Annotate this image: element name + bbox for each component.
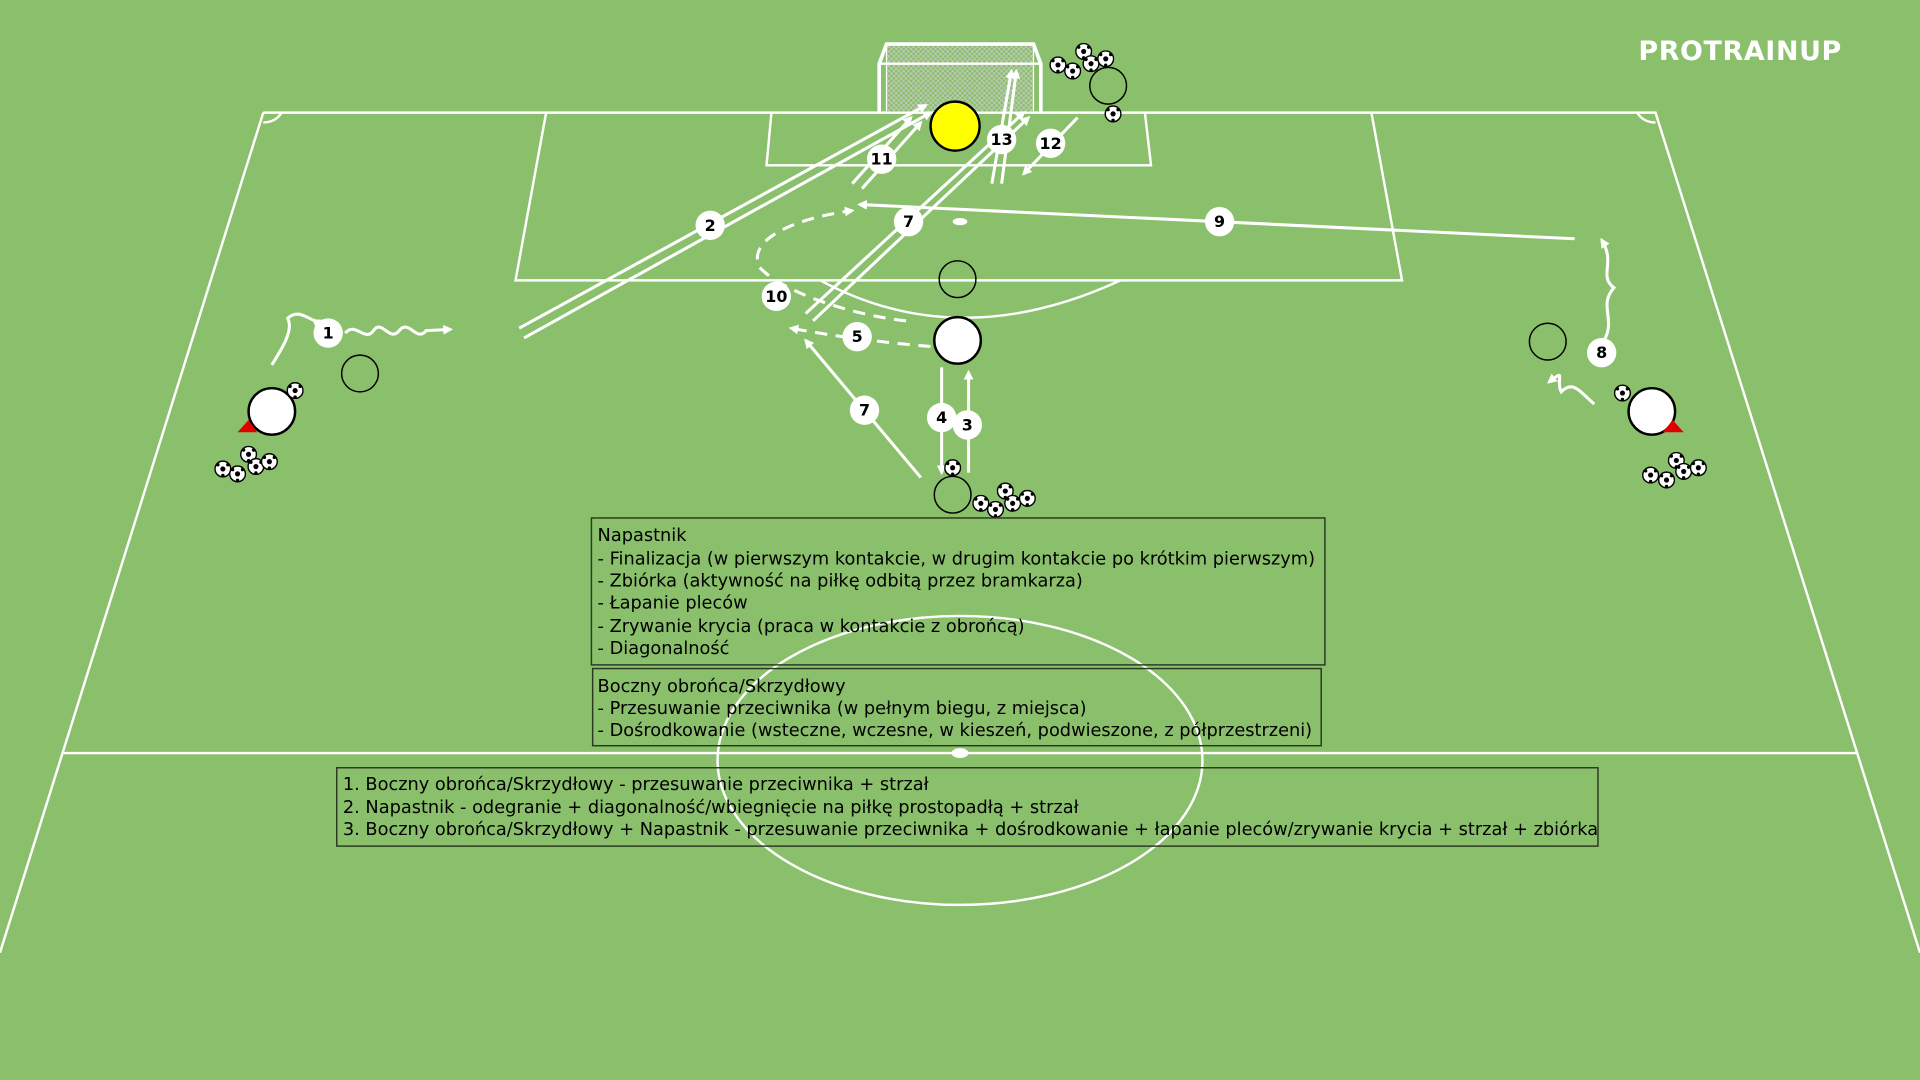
step-badge-number: 3 (962, 415, 973, 434)
napastnik-title: Napastnik (598, 526, 688, 546)
cone-left (237, 420, 258, 433)
step-badge-number: 5 (852, 327, 863, 346)
step-line: 3. Boczny obrońca/Skrzydłowy + Napastnik… (343, 820, 1598, 840)
step-badge: 5 (842, 322, 872, 352)
players (237, 66, 1684, 514)
napastnik-line: - Finalizacja (w pierwszym kontakcie, w … (598, 549, 1315, 569)
step-badge: 11 (866, 144, 897, 174)
step-badge: 12 (1035, 128, 1066, 158)
step-badge: 4 (926, 402, 957, 433)
napastnik-line: - Zbiórka (aktywność na piłkę odbitą prz… (598, 572, 1083, 592)
step-badge: 1 (313, 318, 343, 348)
step-badge-number: 11 (871, 150, 893, 169)
step-badge: 3 (952, 410, 983, 440)
step-badge-number: 7 (859, 401, 870, 420)
napastnik-line: - Zrywanie krycia (praca w kontakcie z o… (598, 617, 1025, 637)
step-badge-number: 2 (705, 216, 716, 235)
pitch-lines (0, 111, 1920, 954)
step-badge: 2 (695, 210, 725, 240)
step-line: 2. Napastnik - odegranie + diagonalność/… (343, 798, 1080, 818)
brand-logo: PROTRAINUP (1638, 36, 1842, 67)
cone-right (1662, 420, 1684, 433)
step-badge-number: 10 (765, 287, 787, 306)
step-badge-number: 9 (1214, 212, 1225, 231)
step-badge-number: 8 (1596, 343, 1607, 362)
napastnik-box: Napastnik - Finalizacja (w pierwszym kon… (590, 517, 1326, 666)
player-left-wing (247, 386, 297, 436)
step-badge-number: 1 (323, 324, 334, 343)
step-badge-number: 7 (903, 212, 914, 231)
boczny-box: Boczny obrońca/Skrzydłowy - Przesuwanie … (591, 667, 1322, 747)
boczny-line: - Przesuwanie przeciwnika (w pełnym bieg… (598, 699, 1087, 719)
step-badge-number: 12 (1040, 134, 1062, 153)
step-badge: 8 (1586, 337, 1617, 368)
player-right-wing (1627, 386, 1677, 436)
step-line: 1. Boczny obrońca/Skrzydłowy - przesuwan… (343, 775, 930, 795)
boczny-title: Boczny obrońca/Skrzydłowy (598, 677, 846, 697)
position-markers (340, 66, 1567, 514)
player-striker (933, 315, 983, 365)
step-badge: 13 (986, 124, 1017, 155)
step-badge: 7 (849, 395, 880, 425)
step-badge: 7 (893, 206, 924, 237)
steps-box: 1. Boczny obrońca/Skrzydłowy - przesuwan… (336, 767, 1599, 847)
step-badge-number: 4 (936, 408, 947, 427)
boczny-line: - Dośrodkowanie (wsteczne, wczesne, w ki… (598, 721, 1313, 741)
step-badge: 10 (761, 281, 792, 312)
napastnik-line: - Łapanie pleców (598, 594, 748, 614)
napastnik-line: - Diagonalność (598, 639, 730, 659)
step-badge: 9 (1204, 206, 1235, 237)
step-badge-number: 13 (991, 130, 1013, 149)
goalkeeper (929, 100, 981, 152)
